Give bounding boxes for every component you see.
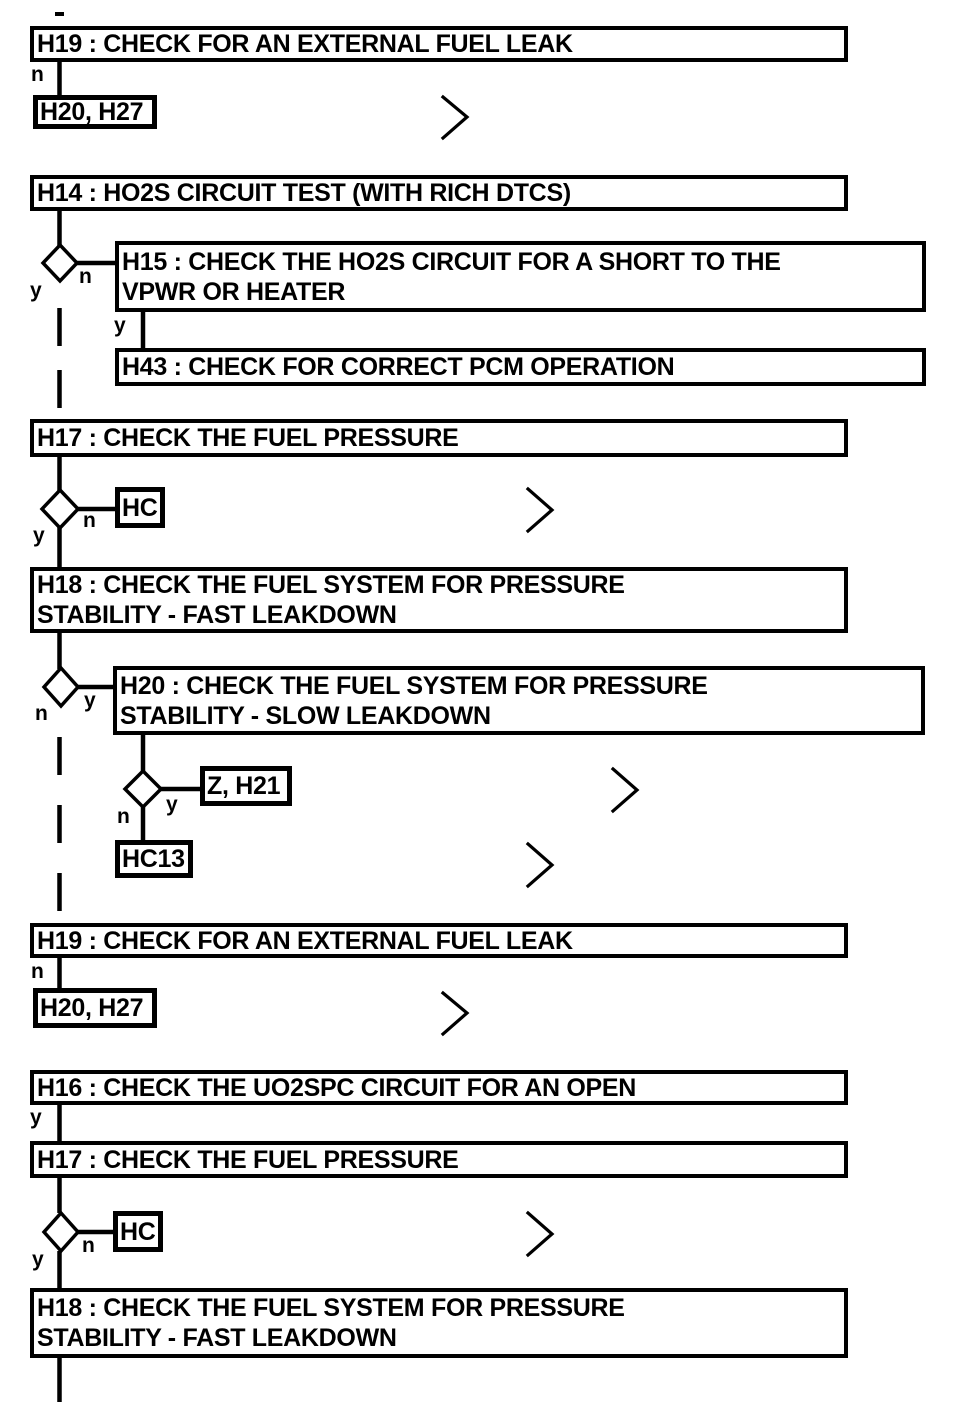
branch-label-y-h16: y xyxy=(30,1106,42,1129)
step-box-h43: H43 : CHECK FOR CORRECT PCM OPERATION xyxy=(115,348,926,386)
step-box-h14: H14 : HO2S CIRCUIT TEST (WITH RICH DTCS) xyxy=(30,175,848,211)
continue-chevron-icon-3 xyxy=(610,766,640,814)
branch-label-n-h19b: n xyxy=(31,960,44,983)
branch-label-y-d4: y xyxy=(166,793,178,816)
continue-chevron-icon-6 xyxy=(525,1210,555,1258)
continue-chevron-icon-1 xyxy=(440,94,470,141)
continue-chevron-icon-4 xyxy=(525,841,555,889)
connector-lines xyxy=(57,62,201,1402)
branch-label-n-d1: n xyxy=(79,265,92,288)
step-box-h19-1: H19 : CHECK FOR AN EXTERNAL FUEL LEAK xyxy=(30,26,848,62)
branch-label-y-d3: y xyxy=(84,689,96,712)
step-box-h16: H16 : CHECK THE UO2SPC CIRCUIT FOR AN OP… xyxy=(30,1070,848,1105)
step-box-h18-2: H18 : CHECK THE FUEL SYSTEM FOR PRESSURE… xyxy=(30,1288,848,1358)
stray-mark xyxy=(55,12,64,16)
decision-diamonds xyxy=(39,242,164,1254)
branch-label-y-d5: y xyxy=(32,1248,44,1271)
step-box-h18-1: H18 : CHECK THE FUEL SYSTEM FOR PRESSURE… xyxy=(30,567,848,633)
step-box-h19-2: H19 : CHECK FOR AN EXTERNAL FUEL LEAK xyxy=(30,923,848,958)
continue-chevron-icon-5 xyxy=(440,990,470,1037)
decision-diamond-h17b xyxy=(41,1210,81,1254)
ref-box-hc-1: HC xyxy=(115,487,165,528)
branch-label-y-h15: y xyxy=(114,314,126,337)
branch-label-y-d1: y xyxy=(30,279,42,302)
ref-box-h20-h27-1: H20, H27 xyxy=(33,95,157,129)
decision-diamond-h18a xyxy=(41,665,81,709)
ref-box-hc13: HC13 xyxy=(115,840,193,878)
branch-label-y-d2: y xyxy=(33,524,45,547)
ref-box-hc-2: HC xyxy=(113,1211,163,1252)
step-box-h17-1: H17 : CHECK THE FUEL PRESSURE xyxy=(30,419,848,457)
step-box-h20: H20 : CHECK THE FUEL SYSTEM FOR PRESSURE… xyxy=(113,666,925,735)
branch-label-n-h19a: n xyxy=(31,63,44,86)
branch-label-n-d2: n xyxy=(83,509,96,532)
branch-label-n-d4: n xyxy=(117,805,130,828)
decision-diamond-h20 xyxy=(122,768,164,810)
step-box-h15: H15 : CHECK THE HO2S CIRCUIT FOR A SHORT… xyxy=(115,241,926,312)
continue-chevron-icon-2 xyxy=(525,486,555,534)
ref-box-z-h21: Z, H21 xyxy=(200,766,292,806)
step-box-h17-2: H17 : CHECK THE FUEL PRESSURE xyxy=(30,1141,848,1178)
branch-label-n-d3: n xyxy=(35,702,48,725)
decision-diamond-h17a xyxy=(39,487,81,531)
branch-label-n-d5: n xyxy=(82,1234,95,1257)
decision-diamond-h14 xyxy=(40,242,80,284)
ref-box-h20-h27-2: H20, H27 xyxy=(33,988,157,1028)
continue-chevrons xyxy=(440,94,640,1258)
